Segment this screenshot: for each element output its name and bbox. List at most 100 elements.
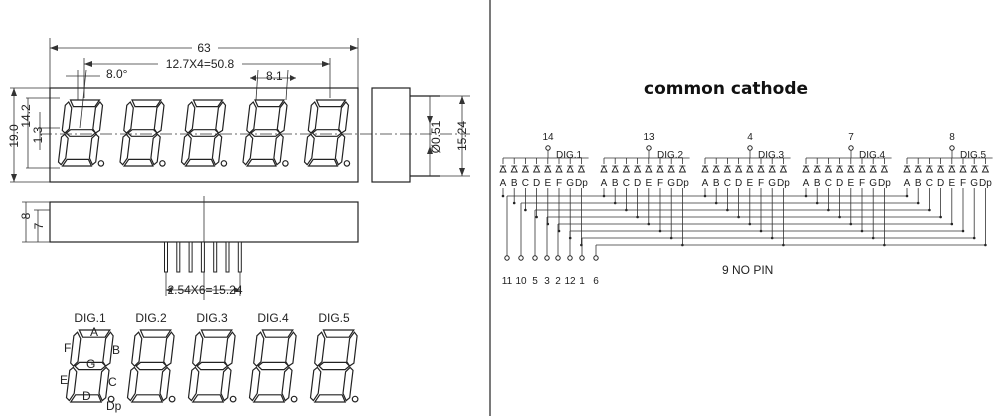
segment-e	[303, 133, 315, 166]
segment-a	[315, 99, 347, 108]
segment-a	[261, 329, 294, 338]
segment-label: B	[511, 178, 518, 189]
segment-label: D	[836, 178, 843, 189]
digit-label: DIG.5	[318, 311, 350, 325]
segment-c	[150, 133, 161, 166]
mechanical-drawing: 63 12.7X4=50.8 8.0° 8.1	[7, 38, 470, 413]
segment-label: F	[960, 178, 966, 189]
dim-slant-1-label: 8.0°	[106, 67, 128, 81]
segment-e	[126, 366, 139, 402]
segment-g	[196, 361, 229, 371]
dim-pin-pitch-label: 2.54X6=15.24	[167, 283, 242, 297]
segment-g	[74, 361, 107, 371]
segment-pin-number: 12	[564, 276, 576, 287]
segment-label: E	[645, 178, 652, 189]
segment-label: G	[869, 178, 877, 189]
segment-label: G	[566, 178, 574, 189]
display-bottom-view: 8 7 2.54X6=15.24	[19, 196, 359, 300]
diode-icon	[824, 164, 833, 173]
junction-dot	[535, 215, 538, 219]
segment-pin-terminal	[504, 255, 510, 261]
diode-icon	[544, 164, 552, 173]
segment-pin-terminal	[579, 255, 585, 261]
segment-c	[98, 366, 110, 402]
segment-pin-number: 1	[579, 276, 585, 287]
diode-icon	[723, 164, 732, 173]
segment-pin-terminal	[555, 255, 561, 261]
segment-f	[307, 101, 319, 134]
segment-label: A	[601, 178, 608, 189]
segment-d	[61, 158, 93, 167]
segment-e	[119, 133, 131, 166]
segment-label: A	[904, 178, 911, 189]
diode-icon	[757, 164, 765, 173]
pin	[188, 241, 193, 273]
segment-f	[61, 101, 73, 134]
segment-e	[57, 133, 69, 166]
segment-c	[88, 133, 100, 166]
segment-label: E	[746, 178, 753, 189]
segment-label: B	[915, 178, 922, 189]
segment-c	[281, 366, 293, 402]
pin	[225, 241, 230, 273]
segment-pin-number: 11	[502, 276, 513, 287]
segment-label: A	[702, 178, 709, 189]
seg-label-d: D	[82, 389, 91, 403]
seg-label-e: E	[60, 373, 68, 387]
segment-label: F	[657, 178, 663, 189]
diode-icon	[510, 164, 518, 173]
diode-icon	[813, 164, 821, 173]
segment-label: E	[847, 178, 854, 189]
digit-label: DIG.2	[657, 150, 684, 161]
diode-icon	[925, 164, 934, 173]
segment-f	[184, 101, 196, 134]
segment-dp	[343, 160, 351, 167]
common-pin-terminal	[545, 145, 551, 151]
digit-label: DIG.1	[74, 311, 106, 325]
diode-icon	[611, 164, 619, 173]
diode-icon	[521, 164, 530, 173]
segment-dp	[97, 160, 105, 167]
junction-dot	[512, 201, 516, 205]
diode-icon	[948, 164, 956, 173]
segment-pin-number: 6	[593, 276, 599, 287]
diode-icon	[499, 164, 507, 173]
junction-dot	[501, 194, 505, 198]
dim-slant-2: 8.1	[250, 69, 296, 101]
seg-label-b: B	[112, 343, 120, 357]
segment-label: G	[768, 178, 776, 189]
segment-a	[139, 329, 172, 338]
front-digit	[242, 99, 289, 167]
pin-row	[164, 241, 242, 296]
dim-pitch: 12.7X4=50.8	[83, 56, 331, 98]
diode-icon	[835, 164, 844, 173]
segment-label: B	[612, 178, 619, 189]
segment-c	[273, 133, 284, 166]
segment-c	[159, 366, 171, 402]
front-digit	[57, 99, 105, 167]
digit-label: DIG.1	[556, 150, 583, 161]
diode-icon	[858, 164, 866, 173]
segment-g	[257, 361, 290, 371]
diode-icon	[645, 164, 653, 173]
segment-pin-terminal	[544, 255, 550, 261]
segment-e	[180, 133, 192, 166]
segment-d	[122, 158, 154, 167]
segment-e	[65, 366, 78, 402]
common-pin-number: 13	[643, 132, 655, 143]
segment-d	[69, 394, 103, 403]
digit-label: DIG.2	[135, 311, 167, 325]
segment-label: B	[713, 178, 720, 189]
legend-digit	[65, 329, 115, 403]
common-pin-terminal	[949, 145, 955, 151]
segment-label: E	[948, 178, 955, 189]
segment-a	[131, 99, 163, 108]
segment-label: C	[623, 178, 630, 189]
common-pin-number: 8	[949, 132, 955, 143]
segment-label: C	[926, 178, 933, 189]
segment-g	[311, 129, 343, 137]
segment-label: C	[724, 178, 731, 189]
pin	[237, 241, 242, 273]
segment-c	[334, 133, 346, 166]
common-pin-number: 4	[747, 132, 753, 143]
